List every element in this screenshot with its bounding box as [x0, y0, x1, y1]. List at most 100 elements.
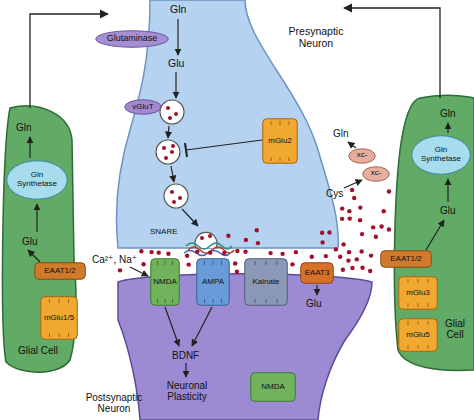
illustration-part	[162, 146, 166, 150]
text-label: SNARE	[150, 228, 178, 237]
illustration-part	[156, 100, 217, 248]
receptor-stripe	[418, 303, 419, 307]
illustration-part	[174, 112, 178, 116]
receptor: AMPA	[196, 258, 230, 306]
receptor: mGlu5	[398, 318, 438, 352]
illustration-part	[310, 255, 314, 259]
illustration-part	[130, 267, 148, 276]
receptor: NMDA	[150, 258, 180, 306]
illustration-part	[341, 242, 345, 246]
receptor-stripe	[221, 299, 222, 303]
receptor-stripe	[280, 157, 281, 161]
illustration-part	[141, 262, 145, 266]
receptor-stripe	[408, 303, 409, 307]
node-label: EAAT3	[305, 269, 330, 278]
receptor-stripe	[277, 261, 278, 265]
receptor-stripe	[266, 299, 267, 303]
flow-arrow	[30, 14, 108, 108]
illustration-part	[387, 227, 391, 231]
cell-text: Gln	[170, 4, 186, 16]
illustration-part	[340, 217, 344, 221]
illustration-part	[341, 268, 345, 272]
illustration-part	[347, 250, 351, 254]
text-label: Gln	[333, 128, 349, 139]
enzyme-ellipse-body	[412, 136, 471, 175]
node-label: Gln Synthetase	[14, 171, 60, 189]
flow-arrow	[344, 8, 440, 98]
illustration-part	[185, 143, 187, 157]
illustration-part	[255, 228, 259, 232]
enzyme-ellipse: Gln Synthetase	[6, 160, 68, 200]
receptor-stripe	[255, 299, 256, 303]
illustration-part	[352, 196, 356, 200]
receptor: mGlu2	[262, 118, 298, 164]
illustration-part	[256, 241, 260, 245]
illustration-part	[168, 126, 169, 138]
illustration-part	[371, 225, 375, 229]
illustration-part	[200, 236, 204, 240]
illustration-part	[192, 307, 212, 346]
illustration-part	[28, 250, 40, 262]
cell-text: Glu	[22, 236, 38, 247]
illustration-part	[350, 188, 354, 192]
illustration-part	[182, 209, 198, 226]
illustration-part	[244, 238, 248, 242]
receptor-body	[197, 259, 230, 306]
illustration-part	[118, 188, 391, 274]
illustration-part	[280, 252, 284, 256]
receptor-stripe	[408, 279, 409, 283]
illustration-part	[172, 200, 176, 204]
illustration-part	[447, 179, 448, 202]
illustration-part	[208, 250, 212, 254]
receptor-stripe	[428, 345, 429, 349]
receptor-stripe	[165, 299, 166, 303]
cell-text: Postsynaptic Neuron	[82, 392, 146, 414]
illustration-part	[360, 232, 364, 236]
node-label: NMDA	[261, 383, 285, 392]
receptor-stripe	[255, 261, 256, 265]
illustration-part	[156, 140, 180, 164]
illustration-part	[170, 190, 174, 194]
illustration-part	[166, 252, 170, 256]
receptor-body	[251, 373, 296, 402]
illustration-part	[195, 249, 199, 253]
transporter-ellipse-body	[125, 100, 162, 115]
receptor-stripe	[213, 299, 214, 303]
node-label: EAAT1/2	[44, 267, 75, 276]
transporter-ellipse: vGluT	[124, 99, 162, 115]
illustration-part	[184, 243, 234, 256]
illustration-part	[164, 184, 188, 208]
cell-text: Presynaptic Neuron	[286, 26, 346, 49]
node-label: Kainate	[252, 278, 279, 287]
transporter-body	[381, 251, 432, 268]
node-label: xc-	[357, 151, 368, 160]
receptor-stripe	[277, 299, 278, 303]
illustration-part	[324, 254, 328, 258]
receptor: NMDA	[250, 372, 296, 402]
postsynaptic-neuron: NMDAAMPAKainateEAAT3NMDAGluBDNFNeuronal …	[88, 262, 388, 420]
illustration-part	[338, 254, 342, 258]
node-label: mGlu2	[268, 137, 292, 146]
illustration-part	[226, 234, 230, 238]
illustration-part	[171, 166, 174, 182]
receptor-stripe	[408, 345, 409, 349]
receptor-stripe	[165, 261, 166, 265]
illustration-part	[290, 262, 294, 266]
node-label: Glutaminase	[107, 34, 158, 44]
illustration-part	[320, 231, 324, 235]
illustration-part	[184, 251, 230, 256]
receptor-stripe	[289, 157, 290, 161]
illustration-part	[139, 249, 143, 253]
receptor-stripe	[213, 261, 214, 265]
enzyme-ellipse: Glutaminase	[95, 30, 169, 48]
illustration-part	[294, 250, 298, 254]
receptor-stripe	[289, 121, 290, 125]
illustration-part	[171, 144, 175, 148]
illustration-part	[168, 116, 172, 120]
illustration-part	[185, 363, 186, 377]
receptor-stripe	[428, 321, 429, 325]
node-label: AMPA	[202, 278, 224, 287]
receptor-stripe	[418, 279, 419, 283]
